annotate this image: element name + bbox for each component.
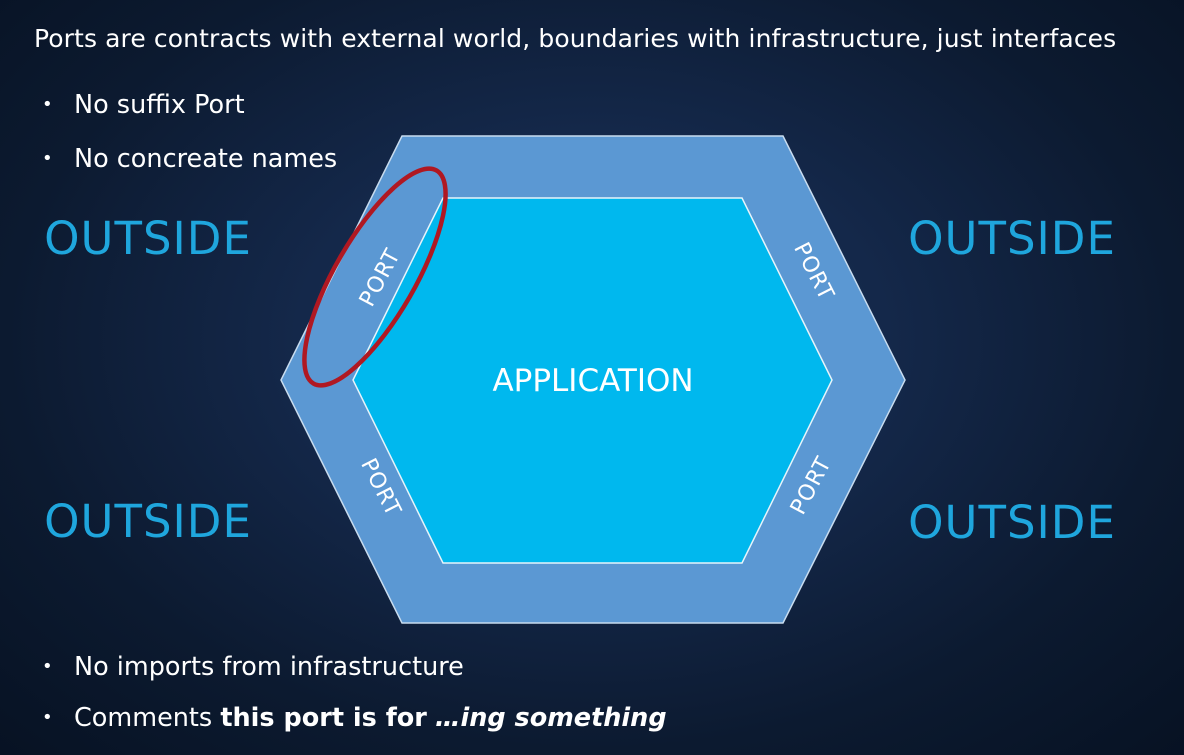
port-highlight-ring bbox=[302, 166, 448, 388]
slide-heading: Ports are contracts with external world,… bbox=[34, 24, 1117, 53]
outside-label-bottom-left: OUTSIDE bbox=[44, 495, 252, 548]
bullet-no-concreate-names: • No concreate names bbox=[42, 144, 337, 174]
bullet-text: No imports from infrastructure bbox=[74, 652, 464, 682]
bullet-dot: • bbox=[42, 93, 53, 115]
bullet-no-imports: • No imports from infrastructure bbox=[42, 652, 464, 682]
bullet-bold-text: this port is for bbox=[220, 703, 427, 733]
application-label: APPLICATION bbox=[492, 363, 693, 399]
inner-hexagon-application bbox=[352, 197, 833, 564]
bullet-comments: • Comments this port is for …ing somethin… bbox=[42, 703, 667, 733]
bullet-dot: • bbox=[42, 655, 53, 677]
bullet-text: No concreate names bbox=[74, 144, 338, 174]
bullet-text: No suffix Port bbox=[74, 90, 245, 120]
bullet-dot: • bbox=[42, 706, 53, 728]
bullet-text: Comments bbox=[74, 703, 213, 733]
outside-label-top-left: OUTSIDE bbox=[44, 212, 252, 265]
outside-label-top-right: OUTSIDE bbox=[908, 212, 1116, 265]
bullet-no-suffix-port: • No suffix Port bbox=[42, 90, 245, 120]
bullet-italic-text: …ing something bbox=[435, 703, 667, 733]
bullet-dot: • bbox=[42, 147, 53, 169]
outside-label-bottom-right: OUTSIDE bbox=[908, 496, 1116, 549]
